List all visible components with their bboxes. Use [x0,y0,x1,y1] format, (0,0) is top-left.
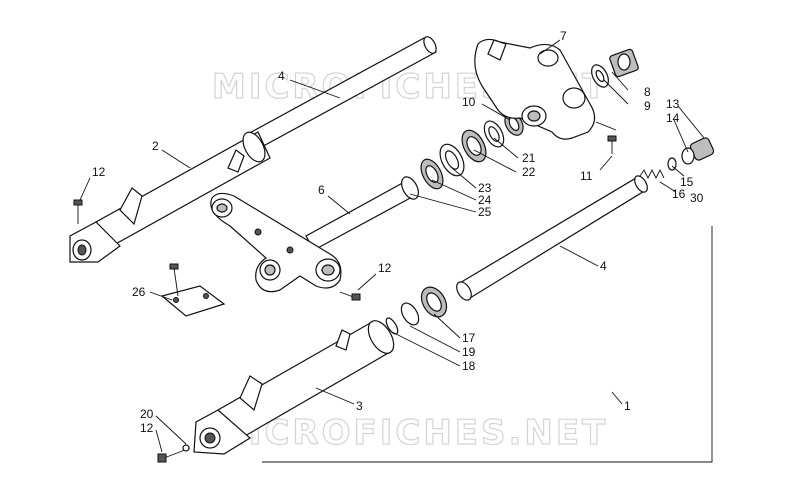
left-slider-seal [242,131,266,163]
left-caliper-ear [119,187,143,226]
right-caliper-ear [239,375,263,412]
callout-numbers: 4 2 12 6 12 26 7 8 9 10 13 14 21 22 23 2… [92,29,704,435]
callout-7: 7 [560,29,567,43]
callout-9: 9 [644,99,651,113]
callout-19: 19 [462,345,476,359]
spacer-15 [667,157,677,171]
callout-22: 22 [522,165,536,179]
upper-clamp-body [474,38,596,140]
callout-4-lower: 4 [600,259,607,273]
bolt-12-left [73,199,83,224]
upper-clamp-right-bore [562,87,586,109]
callout-10: 10 [462,95,476,109]
callout-14: 14 [666,111,680,125]
dust-seal-25 [401,176,419,200]
right-mudguard-tab [335,329,351,351]
callout-4-upper: 4 [278,69,285,83]
clip-18 [385,317,399,335]
washers-8-9 [591,48,639,88]
callout-1: 1 [624,399,631,413]
head-bearing-stack [401,112,524,200]
callout-8: 8 [644,85,651,99]
upper-triple-clamp [474,38,617,140]
right-slider-seal [367,320,395,354]
callout-16: 16 [672,187,686,201]
left-fork-leg [69,36,437,263]
upper-clamp-top-bore [537,49,559,67]
callout-6: 6 [318,183,325,197]
callout-12-left: 12 [92,165,106,179]
callout-13: 13 [666,97,680,111]
bolt-12-middle [339,291,361,301]
callout-17: 17 [462,331,476,345]
bolt-11 [607,135,617,154]
left-mudguard-tab [227,149,245,173]
callout-24: 24 [478,193,492,207]
callout-2: 2 [152,139,159,153]
callout-25: 25 [478,205,492,219]
callout-11: 11 [580,169,593,183]
callout-20: 20 [140,407,154,421]
callout-12-middle: 12 [378,261,392,275]
bracket-plate [160,285,226,317]
callout-26: 26 [132,285,146,299]
lower-clamp-body [210,192,342,293]
lower-triple-clamp [210,179,415,293]
seal-19 [400,302,420,326]
watermark-bottom: MICROFICHES.NET [212,413,608,453]
bolt-12-20-bottom [157,444,191,463]
callout-15: 15 [680,175,694,189]
callout-23: 23 [478,181,492,195]
bracket-26 [160,263,226,317]
o-ring-14 [681,147,695,165]
callout-21: 21 [522,151,536,165]
callout-12-bottom: 12 [140,421,154,435]
spring-16 [639,168,665,180]
callout-18: 18 [462,359,476,373]
fork-cap-assembly [639,137,715,180]
callout-30: 30 [690,191,704,205]
left-stanchion-top [423,36,437,54]
leader-lines [79,39,705,453]
callout-3: 3 [356,399,363,413]
assembly-bracket-line [262,226,713,463]
right-fork-leg [193,175,648,455]
oil-seals-17-18-19 [385,286,448,335]
left-axle-hole-inner [77,244,87,256]
